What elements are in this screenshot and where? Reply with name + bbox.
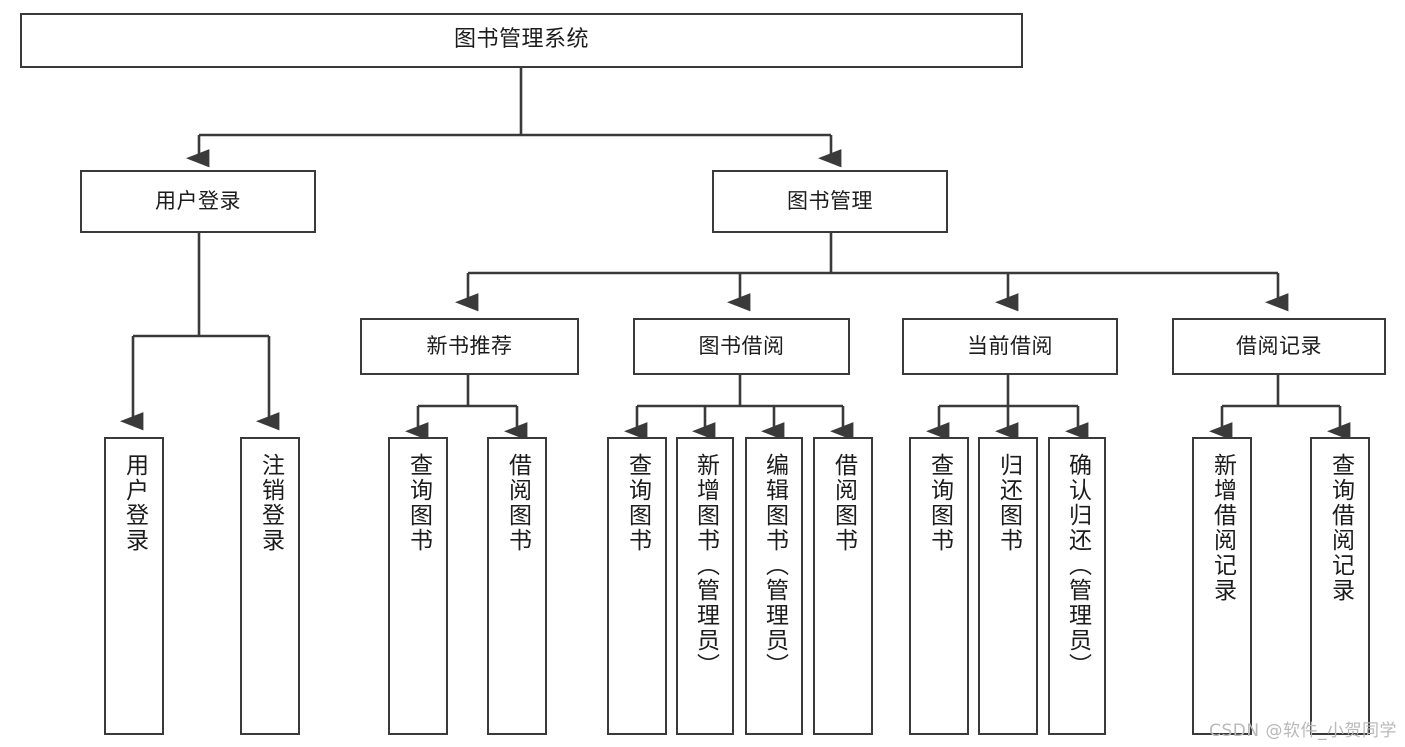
- node-user-login[interactable]: 用户登录: [80, 170, 316, 233]
- node-leaf-query-record[interactable]: 查询借阅记录: [1310, 437, 1370, 735]
- node-new-book-recommend[interactable]: 新书推荐: [360, 318, 579, 375]
- csdn-watermark: CSDN @软件_小贺同学: [1209, 721, 1397, 741]
- node-leaf-user-logout[interactable]: 注销登录: [240, 437, 300, 735]
- node-leaf-query-book-3[interactable]: 查询图书: [909, 437, 969, 735]
- node-book-manage[interactable]: 图书管理: [712, 170, 948, 233]
- node-label: 借阅图书: [830, 453, 857, 553]
- node-label: 用户登录: [121, 453, 148, 553]
- node-leaf-borrow-book-2[interactable]: 借阅图书: [813, 437, 873, 735]
- node-label: 查询图书: [926, 453, 953, 553]
- node-label: 用户登录: [155, 188, 241, 213]
- node-borrow-record[interactable]: 借阅记录: [1172, 318, 1386, 375]
- node-label: 借阅图书: [504, 453, 531, 553]
- node-label: 查询借阅记录: [1327, 453, 1354, 603]
- node-label: 借阅记录: [1236, 333, 1322, 358]
- node-label: 新增图书（管理员）: [692, 453, 719, 678]
- node-label: 查询图书: [624, 453, 651, 553]
- node-leaf-add-record[interactable]: 新增借阅记录: [1192, 437, 1252, 735]
- node-label: 图书管理: [787, 188, 873, 213]
- node-label: 注销登录: [257, 453, 284, 553]
- node-leaf-user-login[interactable]: 用户登录: [104, 437, 164, 735]
- node-leaf-borrow-book-1[interactable]: 借阅图书: [487, 437, 547, 735]
- node-label: 查询图书: [405, 453, 432, 553]
- node-label: 新书推荐: [426, 333, 513, 358]
- node-root-book-management-system[interactable]: 图书管理系统: [20, 13, 1023, 68]
- node-label: 当前借阅: [967, 333, 1053, 358]
- node-leaf-add-book[interactable]: 新增图书（管理员）: [676, 437, 734, 735]
- node-label: 编辑图书（管理员）: [761, 453, 788, 678]
- node-label: 图书管理系统: [453, 27, 589, 53]
- node-label: 图书借阅: [698, 333, 785, 358]
- node-leaf-confirm-return[interactable]: 确认归还（管理员）: [1048, 437, 1106, 735]
- node-book-borrow[interactable]: 图书借阅: [633, 318, 850, 375]
- node-leaf-query-book-1[interactable]: 查询图书: [388, 437, 448, 735]
- node-label: 归还图书: [995, 453, 1022, 553]
- node-leaf-edit-book[interactable]: 编辑图书（管理员）: [745, 437, 803, 735]
- node-current-borrow[interactable]: 当前借阅: [902, 318, 1118, 375]
- node-label: 确认归还（管理员）: [1064, 453, 1091, 678]
- node-label: 新增借阅记录: [1209, 453, 1236, 603]
- node-leaf-return-book[interactable]: 归还图书: [978, 437, 1038, 735]
- node-leaf-query-book-2[interactable]: 查询图书: [607, 437, 667, 735]
